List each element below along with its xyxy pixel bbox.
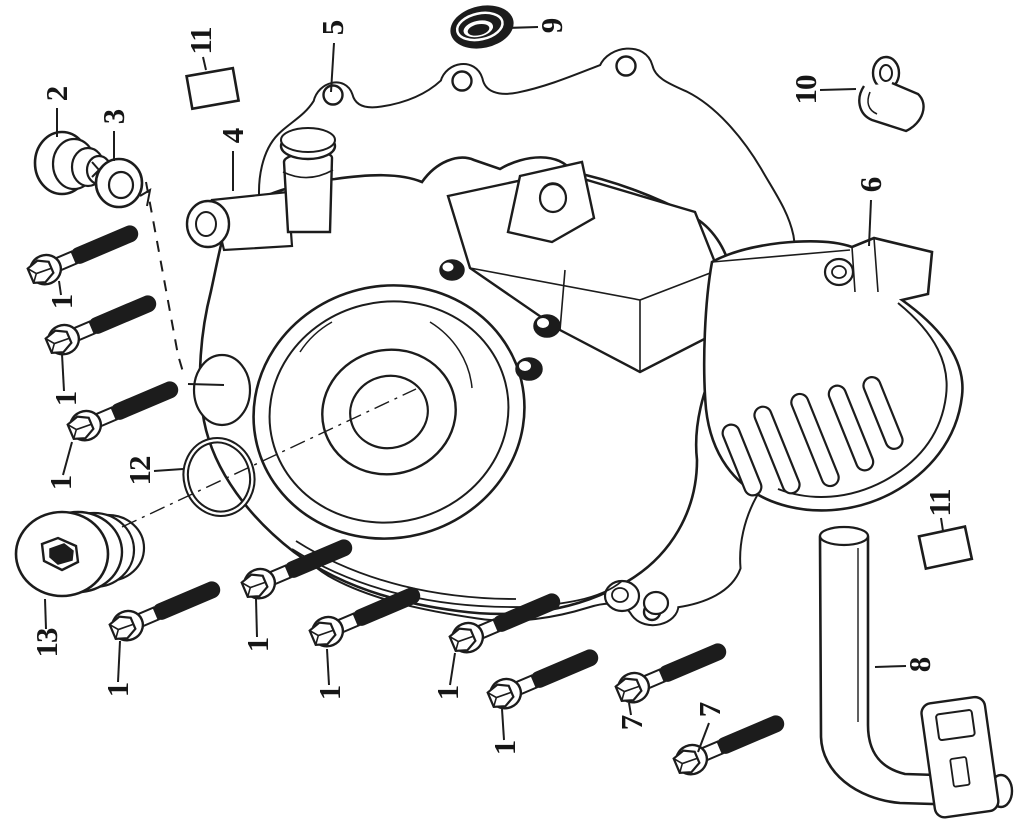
callout-label-11-top: 11 [183, 27, 218, 55]
callout-label-7-b: 7 [692, 702, 727, 718]
callout-label-1-bot-b: 1 [240, 637, 275, 653]
callout-label-1-left-b: 1 [48, 391, 83, 407]
callout-label-7-a: 7 [614, 715, 649, 731]
callout-label-1-bot-e: 1 [487, 740, 522, 756]
callout-label-1-left-a: 1 [44, 294, 79, 310]
callout-label-13: 13 [29, 628, 64, 658]
sealing-washer [94, 157, 152, 209]
callout-label-1-bot-a: 1 [100, 682, 135, 698]
slotted-guard [702, 236, 964, 512]
callout-label-11-bottom: 11 [922, 489, 957, 517]
callout-label-12: 12 [122, 456, 157, 486]
breather-pipe [818, 525, 1014, 819]
callout-label-2: 2 [39, 86, 74, 102]
gasket-square-bottom [917, 525, 974, 571]
o-ring [182, 437, 256, 517]
crankcase-cover [185, 127, 733, 616]
leader-lines [44, 26, 944, 753]
callout-label-4: 4 [215, 128, 250, 144]
callout-label-10: 10 [788, 75, 823, 105]
gasket-square-top [185, 66, 241, 111]
callout-label-8: 8 [902, 657, 937, 673]
pipe-clamp [858, 55, 925, 133]
callout-label-9: 9 [534, 18, 569, 34]
callout-label-5: 5 [315, 20, 350, 36]
pipe-end-clamp [920, 695, 1000, 819]
callout-label-3: 3 [96, 109, 131, 125]
callout-label-6: 6 [853, 177, 888, 193]
callout-label-1-left-c: 1 [43, 475, 78, 491]
callout-label-1-bot-d: 1 [430, 685, 465, 701]
oil-seal [450, 5, 514, 49]
callout-label-1-bot-c: 1 [312, 685, 347, 701]
oil-filler-cap [14, 510, 146, 598]
